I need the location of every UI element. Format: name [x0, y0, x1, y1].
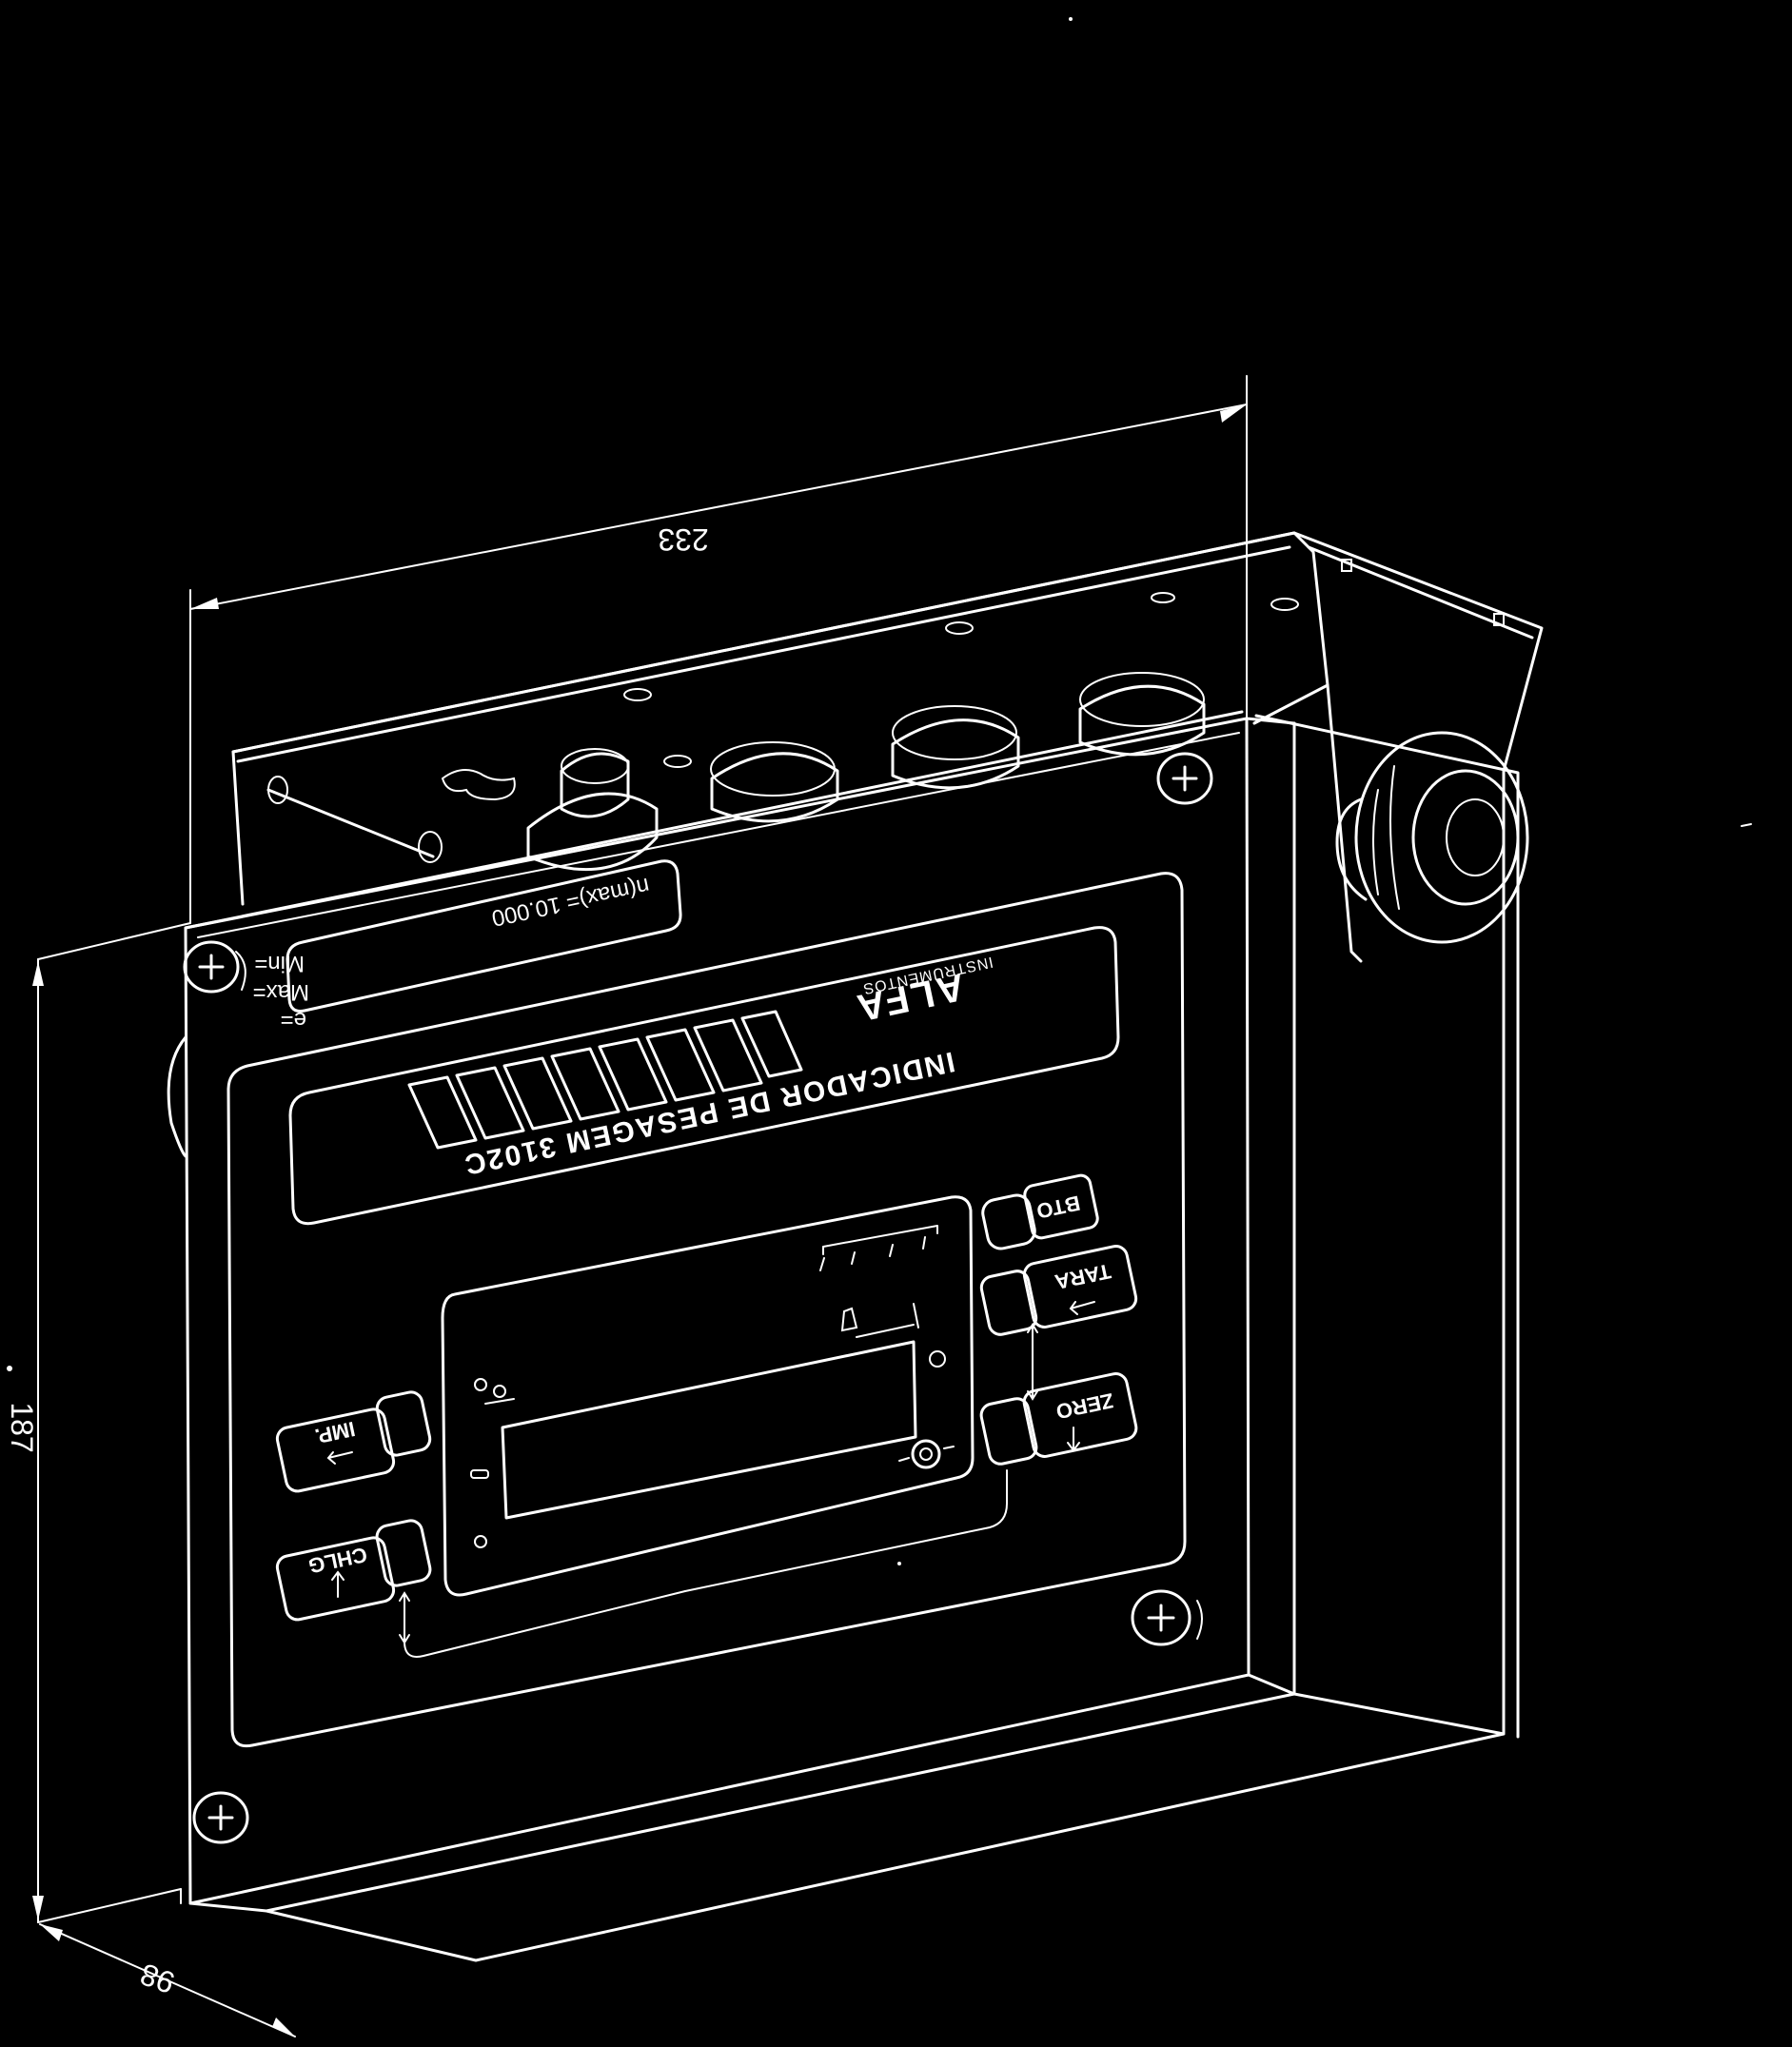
data-plate [286, 859, 682, 1013]
chlg-key[interactable] [275, 1519, 432, 1622]
depth-dimension-label: 98 [135, 1957, 179, 2000]
side-bump [167, 1035, 187, 1158]
right-connector-line [684, 1469, 1008, 1592]
imp-arrow-icon [326, 1451, 353, 1465]
screw-top-right [1156, 752, 1213, 805]
left-range-arrow [399, 1591, 410, 1644]
depth-dimension [39, 1888, 296, 2037]
front-panel-frame [226, 872, 1187, 1748]
bto-key[interactable] [980, 1173, 1099, 1250]
tara-key[interactable] [979, 1244, 1138, 1336]
title-strip [288, 926, 1120, 1226]
zero-arrow-icon [1067, 1427, 1080, 1452]
data-plate-min: Min= [254, 951, 305, 976]
mounting-knob [1335, 731, 1529, 944]
tara-key-label: TARA [1053, 1259, 1113, 1294]
zero-key[interactable] [979, 1371, 1138, 1466]
right-range-arrow [1027, 1323, 1038, 1401]
display-indicators [474, 1225, 955, 1548]
tara-arrow-icon [1069, 1301, 1095, 1315]
stray-mark [897, 1562, 901, 1565]
imp-key[interactable] [275, 1390, 432, 1493]
height-dimension [32, 922, 191, 1923]
bto-key-label: BTO [1034, 1191, 1082, 1223]
rear-housing [231, 531, 1544, 963]
cable-gland-3 [891, 705, 1020, 790]
dimension-dot [7, 1366, 12, 1371]
display-bezel [441, 1195, 975, 1597]
screw-bottom-left [192, 1791, 249, 1844]
zero-key-label: ZERO [1054, 1388, 1115, 1424]
cable-gland-2 [710, 741, 839, 823]
data-plate-e: e= [281, 1007, 306, 1033]
cable-gland-1 [526, 748, 659, 872]
data-plate-max: Max= [253, 979, 309, 1005]
chlg-arrow-icon [331, 1570, 345, 1598]
screw-top-left [183, 940, 246, 994]
stray-mark [1069, 17, 1073, 21]
width-dimension [189, 375, 1248, 924]
height-dimension-label: 187 [5, 1402, 39, 1452]
left-connector-line [404, 1590, 686, 1658]
panel-title: INDICADOR DE PESAGEM 3102C [461, 1046, 957, 1181]
stray-mark [1741, 823, 1752, 827]
front-box-body [184, 710, 1520, 1962]
width-dimension-label: 233 [658, 522, 708, 557]
screw-bottom-right [1131, 1589, 1203, 1646]
